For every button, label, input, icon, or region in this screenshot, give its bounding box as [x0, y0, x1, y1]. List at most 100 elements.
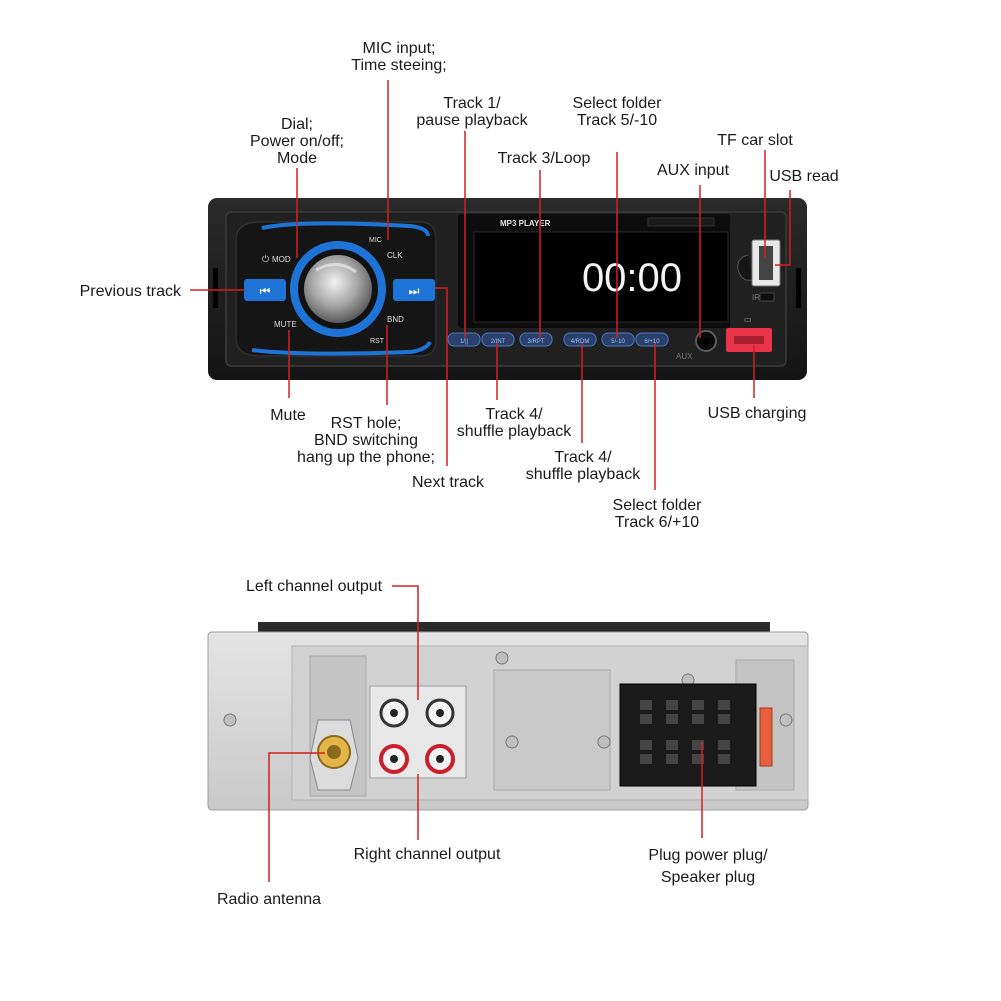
mount-screw-right — [779, 713, 793, 727]
iso-pin — [666, 700, 678, 710]
pod-accent-top — [261, 221, 430, 237]
iso-pin — [692, 740, 704, 750]
callout-right-channel: Right channel output — [354, 846, 501, 863]
preset-button-6[interactable] — [635, 332, 669, 347]
rear-panel — [207, 622, 809, 811]
iso-pin — [718, 740, 730, 750]
usb-charging-slot — [734, 336, 764, 344]
leader-line — [392, 585, 419, 700]
callout-track4-b: Track 4/ shuffle playback — [526, 449, 640, 483]
charge-icon: ▭ — [744, 315, 752, 324]
preset-button-4[interactable] — [563, 332, 597, 347]
iso-pin — [718, 714, 730, 724]
callout-select-folder-minus: Select folder Track 5/-10 — [573, 95, 662, 129]
mount-screw-bottom — [597, 735, 611, 749]
iso-pin — [692, 714, 704, 724]
callout-text: hang up the phone; — [297, 449, 435, 466]
preset-button-label: 2/INT — [491, 339, 506, 345]
clock-display: 00:00 — [582, 256, 682, 300]
pod-accent-bottom — [251, 340, 432, 356]
callout-text: Right channel output — [353, 846, 501, 863]
callout-text: shuffle playback — [456, 423, 572, 440]
callout-text: pause playback — [416, 112, 528, 129]
iso-pin — [640, 740, 652, 750]
iso-pin — [640, 714, 652, 724]
callout-track4-a: Track 4/ shuffle playback — [457, 406, 571, 440]
preset-button-label: 5/-10 — [611, 339, 625, 345]
callout-text: Speaker plug — [660, 869, 756, 886]
callout-leaders — [190, 80, 791, 882]
callout-text: Next track — [411, 474, 485, 491]
callout-text: Power on/off; — [250, 133, 344, 150]
callout-text: Left channel output — [245, 578, 383, 595]
callout-text: Select folder — [572, 95, 662, 112]
iso-pin — [718, 754, 730, 764]
rca-right-2-pin — [436, 755, 444, 763]
lcd-screen — [473, 231, 729, 323]
prev-track-icon: ⏮ — [260, 284, 271, 298]
callout-text: BND switching — [313, 432, 419, 449]
callout-text: Track 1/ — [443, 95, 501, 112]
callout-text: Track 4/ — [554, 449, 612, 466]
ir-sensor — [759, 292, 775, 302]
ir-label: IR — [752, 293, 760, 302]
knob-label-mod: MOD — [272, 255, 291, 264]
iso-pin — [640, 754, 652, 764]
iso-pin — [692, 754, 704, 764]
callout-text: Track 6/+10 — [614, 514, 700, 531]
preset-button-label: 4/RDM — [571, 339, 590, 345]
callout-text: Track 3/Loop — [497, 150, 591, 167]
callout-text: Mode — [276, 150, 318, 167]
iso-pin — [666, 714, 678, 724]
next-track-button[interactable] — [393, 279, 435, 301]
side-tab-right — [796, 268, 801, 308]
sd-slot-top[interactable] — [647, 217, 715, 227]
callout-text: Time steeing; — [351, 57, 447, 74]
knob-label-rst: RST — [370, 338, 385, 345]
rca-right-1-pin — [390, 755, 398, 763]
callout-text: Select folder — [612, 497, 702, 514]
knob-label-clk: CLK — [387, 251, 403, 260]
callout-text: Dial; — [280, 116, 314, 133]
aux-jack-hole — [702, 337, 710, 345]
power-icon: ⏻ — [262, 254, 269, 264]
tf-card-slot[interactable] — [737, 254, 753, 281]
preset-button-3[interactable] — [519, 332, 553, 347]
preset-button-5[interactable] — [601, 332, 635, 347]
callout-text: USB read — [769, 168, 839, 185]
callout-track1: Track 1/ pause playback — [416, 95, 527, 129]
callout-plug: Plug power plug/ Speaker plug — [648, 845, 767, 889]
knob-label-bnd: BND — [387, 315, 404, 324]
callout-text: Track 4/ — [485, 406, 543, 423]
callout-text: shuffle playback — [525, 466, 641, 483]
iso-connector[interactable] — [619, 683, 757, 787]
prev-track-button[interactable] — [244, 279, 286, 301]
display-title: MP3 PLAYER — [500, 219, 551, 228]
callout-next-track: Next track — [412, 474, 484, 491]
iso-pin — [666, 740, 678, 750]
callout-text: TF car slot — [717, 132, 793, 149]
knob-shine — [315, 263, 357, 274]
callout-rst-hole: RST hole; BND switching hang up the phon… — [297, 415, 435, 466]
rca-left-2-pin — [436, 709, 444, 717]
preset-button-2[interactable] — [481, 332, 515, 347]
iso-pin — [692, 700, 704, 710]
chassis-top-lip — [258, 622, 770, 634]
heatsink-center — [493, 669, 611, 791]
front-panel: ⏮ ⏭ ⏻ MOD MIC CLK MUTE BND RST MP3 PLAYE… — [208, 198, 807, 380]
callout-usb-charging: USB charging — [708, 405, 807, 422]
callout-text: USB charging — [707, 405, 807, 422]
callout-radio-antenna: Radio antenna — [217, 891, 321, 908]
side-tab-left — [213, 268, 218, 308]
callout-text: Previous track — [79, 283, 181, 300]
fuse — [759, 707, 773, 767]
callout-text: Radio antenna — [216, 891, 322, 908]
preset-button-1[interactable] — [447, 332, 481, 347]
iso-pin — [640, 700, 652, 710]
mount-screw-top — [495, 651, 509, 665]
callout-dial: Dial; Power on/off; Mode — [250, 116, 344, 167]
aux-label: AUX — [676, 352, 693, 361]
callout-mute: Mute — [270, 407, 306, 424]
